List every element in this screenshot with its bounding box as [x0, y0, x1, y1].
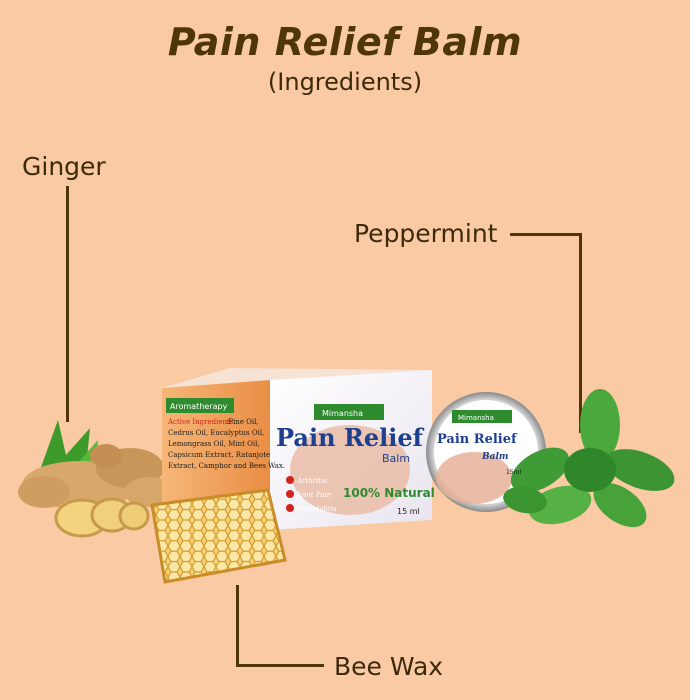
box-brand: Mimansha	[322, 409, 363, 418]
tin-volume: 15ml	[506, 469, 521, 476]
ginger-image	[18, 420, 176, 538]
box-bullet-1: Arthritis	[296, 477, 327, 485]
box-ingredients-heading: Active Ingredients	[167, 418, 234, 426]
peppermint-image	[503, 389, 675, 528]
box-bullet-2: Joint Pain	[295, 491, 332, 499]
bee-wax-connector-h	[236, 664, 324, 667]
honeycomb-image	[150, 488, 287, 584]
tin-brand: Mimansha	[458, 414, 494, 422]
box-ingredients-line-3: Lemongrass Oil, Mint Oil,	[168, 440, 260, 448]
product-box	[162, 368, 432, 530]
box-ingredients-line-2: Cedrus Oil, Eucalyptus Oil,	[168, 429, 264, 437]
box-claim: 100% Natural	[343, 486, 435, 500]
ginger-connector	[66, 186, 69, 422]
bee-wax-label: Bee Wax	[334, 652, 444, 681]
ginger-label: Ginger	[22, 152, 106, 181]
box-product-type: Balm	[382, 452, 410, 465]
peppermint-connector-v	[579, 233, 582, 433]
box-tag: Aromatherapy	[170, 402, 228, 411]
box-bullet-3: Spondylitis	[297, 505, 337, 513]
tin-product-type: Balm	[481, 452, 508, 462]
box-ingredients-line-4: Capsicum Extract, Ratanjote	[168, 451, 270, 459]
page-subtitle: (Ingredients)	[267, 68, 423, 96]
bee-wax-connector-v	[236, 585, 239, 667]
page-title: Pain Relief Balm	[167, 20, 523, 64]
tin-product-name: Pain Relief	[437, 432, 518, 447]
box-ingredients-line-1: :Pine Oil,	[226, 418, 259, 426]
peppermint-connector-h	[510, 233, 582, 236]
box-volume: 15 ml	[397, 507, 420, 516]
box-ingredients-line-5: Extract, Camphor and Bees Wax.	[168, 462, 285, 470]
peppermint-label: Peppermint	[354, 219, 498, 248]
box-product-name: Pain Relief	[276, 423, 425, 452]
